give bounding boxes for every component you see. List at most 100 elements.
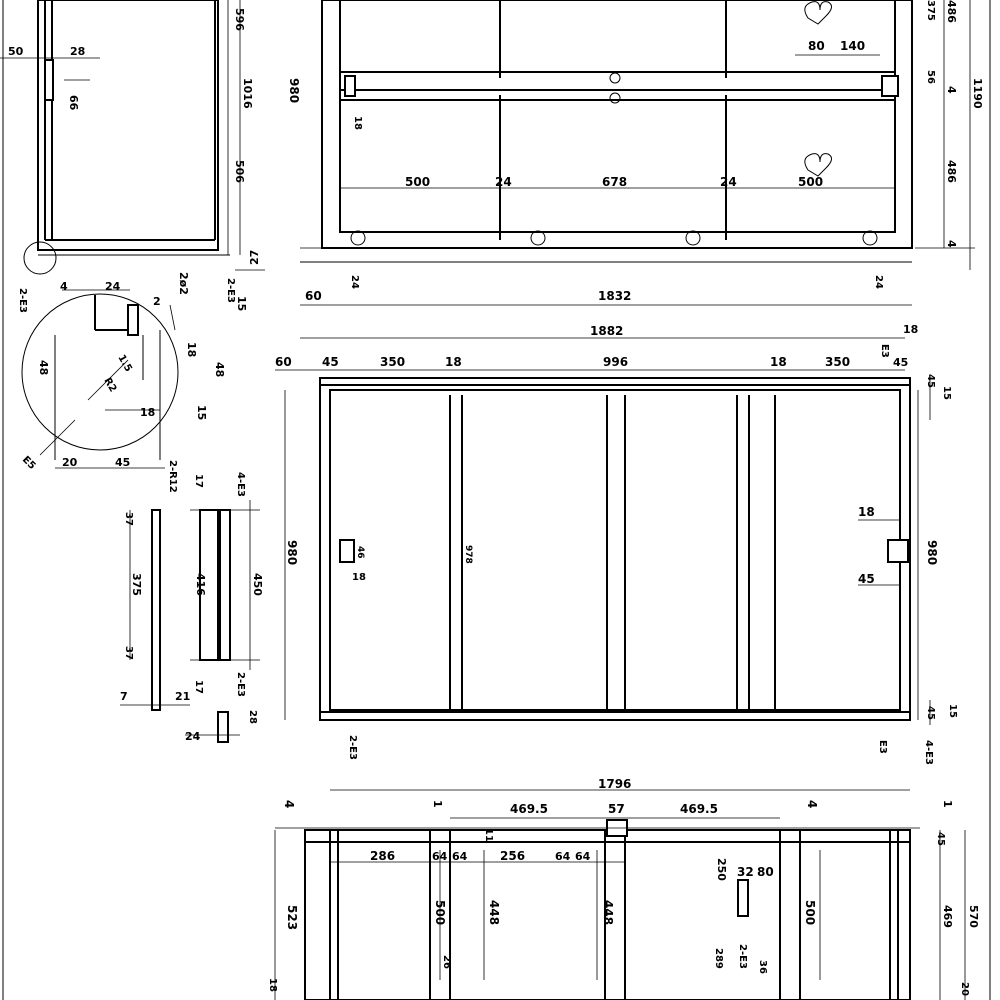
- front-dim-24a: 24: [495, 175, 512, 189]
- bottom-dim-45: 45: [935, 832, 946, 846]
- side-dim-28: 28: [70, 45, 85, 58]
- bottom-dim-18: 18: [267, 978, 278, 992]
- detail-dim-18b: 18: [140, 406, 155, 419]
- bottom-dim-448a: 448: [487, 900, 501, 925]
- parts-dim-2e3: 2-E3: [235, 672, 246, 697]
- top-dim-e3c: E3: [877, 740, 888, 754]
- parts-dim-37b: 37: [123, 646, 134, 660]
- bottom-dim-4b: 4: [805, 800, 819, 808]
- detail-dim-4: 4: [60, 280, 68, 293]
- top-dim-18t: 18: [903, 323, 918, 336]
- top-dim-18b: 18: [770, 355, 787, 369]
- parts-dim-4e3: 4-E3: [235, 472, 246, 497]
- side-dim-50: 50: [8, 45, 24, 58]
- top-dim-45d: 45: [925, 706, 936, 720]
- top-view: 1882 18 60 45 350 18 996 18 350 45 E3 45…: [275, 323, 958, 765]
- bottom-dim-469b: 469.5: [680, 802, 718, 816]
- side-dim-27: 27: [248, 250, 261, 265]
- top-dim-996: 996: [603, 355, 628, 369]
- detail-dim-2o2: 2ø2: [177, 272, 190, 295]
- detail-dim-48b: 48: [213, 362, 226, 377]
- bottom-dim-57: 57: [608, 802, 625, 816]
- parts-dim-37a: 37: [123, 512, 134, 526]
- top-dim-45c: 45: [925, 374, 936, 388]
- bottom-dim-4a: 4: [282, 800, 296, 808]
- detail-dim-24: 24: [105, 280, 121, 293]
- front-dim-4: 4: [945, 86, 958, 94]
- front-dim-56: 56: [925, 70, 936, 84]
- bottom-dim-64c: 64: [555, 850, 571, 863]
- bottom-view: 1796 4 1 469.5 57 469.5 4 1 286 64 64 25…: [267, 777, 980, 1000]
- bottom-dim-64a: 64: [432, 850, 448, 863]
- front-dim-18: 18: [352, 116, 363, 130]
- side-view: 50 28 66 596 1016 506 27 15 2-E3 2-E3: [0, 0, 265, 313]
- detail-dim-18a: 18: [185, 342, 198, 357]
- parts-dim-17b: 17: [193, 680, 204, 694]
- bottom-dim-1796: 1796: [598, 777, 631, 791]
- bottom-dim-80: 80: [757, 865, 774, 879]
- top-dim-45b: 45: [893, 356, 908, 369]
- front-dim-486b: 486: [945, 160, 958, 183]
- top-dim-18-left: 18: [352, 572, 366, 583]
- parts-dim-375: 375: [130, 573, 143, 596]
- top-dim-15a: 15: [941, 386, 952, 400]
- front-dim-4b: 4: [945, 240, 958, 248]
- bottom-dim-570: 570: [967, 905, 980, 928]
- detail-dim-45: 45: [115, 456, 130, 469]
- side-dim-e3: 2-E3: [225, 278, 236, 303]
- front-dim-24d: 24: [873, 275, 884, 289]
- parts-dim-450: 450: [251, 573, 264, 596]
- top-dim-e3a: E3: [879, 344, 890, 358]
- front-dim-140: 140: [840, 39, 865, 53]
- bottom-dim-20: 20: [959, 982, 970, 996]
- bottom-dim-1b: 1: [941, 800, 954, 808]
- front-dim-1190: 1190: [971, 78, 984, 109]
- bottom-dim-2e3: 2-E3: [737, 944, 748, 969]
- top-dim-18-right: 18: [858, 505, 875, 519]
- parts-dim-17a: 17: [193, 474, 204, 488]
- front-dim-980: 980: [287, 78, 301, 103]
- top-dim-350b: 350: [825, 355, 850, 369]
- detail-view: 4 24 2 2ø2 48 18 48 18 15 20 45 1.5 R2 E…: [20, 272, 226, 472]
- bottom-dim-289: 289: [713, 948, 724, 969]
- small-parts: 2-R12 37 375 37 7 21 17 416 17 450 4-E3 …: [120, 460, 264, 743]
- detail-dim-2: 2: [153, 295, 161, 308]
- front-view: 500 24 678 24 500 80 140 980 486 375 119…: [287, 0, 984, 306]
- side-dim-506: 506: [233, 160, 246, 183]
- detail-dim-48a: 48: [37, 360, 50, 375]
- bottom-dim-448b: 448: [601, 900, 615, 925]
- front-dim-486a: 486: [945, 0, 958, 23]
- bottom-dim-32: 32: [737, 865, 754, 879]
- top-dim-2e3: 2-E3: [347, 735, 358, 760]
- top-dim-45a: 45: [322, 355, 339, 369]
- bottom-dim-1: 1: [431, 800, 444, 808]
- bottom-dim-36: 36: [757, 960, 768, 974]
- bottom-dim-256: 256: [500, 849, 525, 863]
- front-dim-60: 60: [305, 289, 322, 303]
- top-dim-980a: 980: [285, 540, 299, 565]
- top-dim-60: 60: [275, 355, 292, 369]
- top-dim-15b: 15: [947, 704, 958, 718]
- bottom-dim-11: 11: [483, 828, 494, 842]
- detail-dim-e5: E5: [20, 454, 38, 472]
- bottom-dim-500b: 500: [803, 900, 817, 925]
- front-dim-375: 375: [925, 0, 936, 21]
- top-dim-18a: 18: [445, 355, 462, 369]
- top-dim-4e3: 4-E3: [923, 740, 934, 765]
- parts-dim-2r12: 2-R12: [167, 460, 178, 493]
- top-dim-1882: 1882: [590, 324, 623, 338]
- side-dim-15: 15: [235, 296, 248, 311]
- front-dim-500b: 500: [798, 175, 823, 189]
- detail-dim-20: 20: [62, 456, 78, 469]
- top-dim-46: 46: [355, 546, 365, 559]
- front-dim-500a: 500: [405, 175, 430, 189]
- parts-dim-21: 21: [175, 690, 190, 703]
- side-dim-596: 596: [233, 8, 246, 31]
- parts-dim-7: 7: [120, 690, 128, 703]
- bottom-dim-286: 286: [370, 849, 395, 863]
- top-dim-980b: 980: [925, 540, 939, 565]
- top-dim-45-right: 45: [858, 572, 875, 586]
- parts-dim-28: 28: [247, 710, 258, 724]
